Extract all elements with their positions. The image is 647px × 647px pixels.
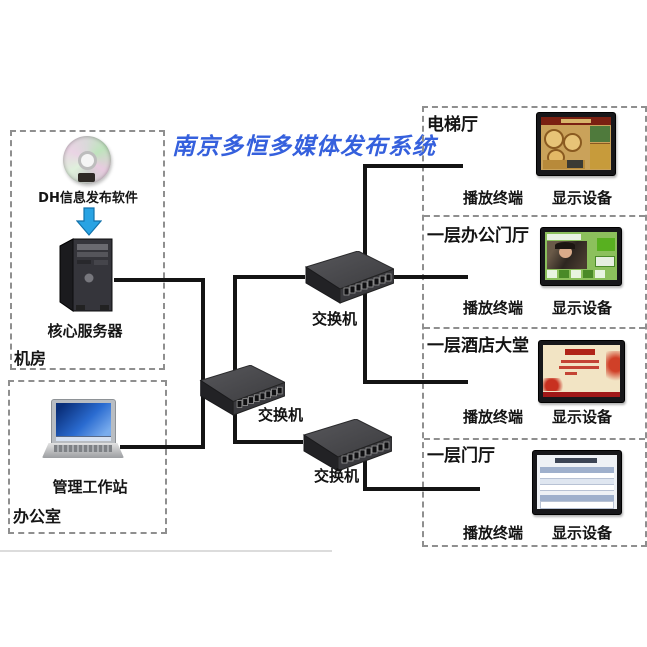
line-server-to-trunk xyxy=(114,278,205,282)
zone3-terminal-label: 播放终端 xyxy=(463,408,524,426)
server-icon xyxy=(56,236,116,314)
zone2-terminal-label: 播放终端 xyxy=(463,299,524,317)
zone2-title: 一层办公门厅 xyxy=(427,226,529,246)
zone4-terminal-label: 播放终端 xyxy=(463,524,524,542)
zone3-display-label: 显示设备 xyxy=(552,408,613,426)
line-midswitch-up xyxy=(233,275,237,443)
switch-label-bottom: 交换机 xyxy=(314,467,360,485)
zone1-display-label: 显示设备 xyxy=(552,189,613,207)
line-bottomswitch-down xyxy=(363,452,367,490)
zones-box xyxy=(422,106,647,547)
server-label: 核心服务器 xyxy=(47,322,123,340)
zone3-display-icon xyxy=(538,340,625,403)
page-title: 南京多恒多媒体发布系统 xyxy=(172,133,436,160)
software-label: DH信息发布软件 xyxy=(38,191,138,206)
zone1-display-icon xyxy=(536,112,616,176)
zone1-title: 电梯厅 xyxy=(427,115,478,135)
line-to-bottom-switch xyxy=(233,440,303,444)
switch-icon-top xyxy=(298,251,394,307)
office-box xyxy=(8,380,167,534)
line-trunk-vertical xyxy=(201,278,205,448)
zone3-title: 一层酒店大堂 xyxy=(427,336,529,356)
zone-separator-3 xyxy=(424,438,645,440)
office-label: 办公室 xyxy=(13,507,62,526)
machine-room-label: 机房 xyxy=(14,349,47,368)
divider-line xyxy=(0,550,332,552)
switch-label-top: 交换机 xyxy=(312,310,358,328)
line-to-zone4 xyxy=(363,487,480,491)
zone2-display-label: 显示设备 xyxy=(552,299,613,317)
zone-separator-1 xyxy=(424,215,645,217)
line-to-zone1 xyxy=(363,164,463,168)
line-to-zone3 xyxy=(363,380,468,384)
zone4-display-icon xyxy=(532,450,622,515)
zone4-title: 一层门厅 xyxy=(427,446,495,466)
line-to-top-switch xyxy=(233,275,305,279)
switch-label-middle: 交换机 xyxy=(258,406,304,424)
machine-room-box xyxy=(10,130,165,370)
laptop-icon xyxy=(42,399,124,461)
zone1-terminal-label: 播放终端 xyxy=(463,189,524,207)
workstation-label: 管理工作站 xyxy=(52,478,128,496)
zone4-display-label: 显示设备 xyxy=(552,524,613,542)
down-arrow-icon xyxy=(76,207,102,236)
cd-icon xyxy=(63,136,111,184)
zone2-display-icon xyxy=(540,227,622,286)
line-laptop-to-trunk xyxy=(120,445,205,449)
zone-separator-2 xyxy=(424,327,645,329)
line-to-zone2 xyxy=(378,275,468,279)
